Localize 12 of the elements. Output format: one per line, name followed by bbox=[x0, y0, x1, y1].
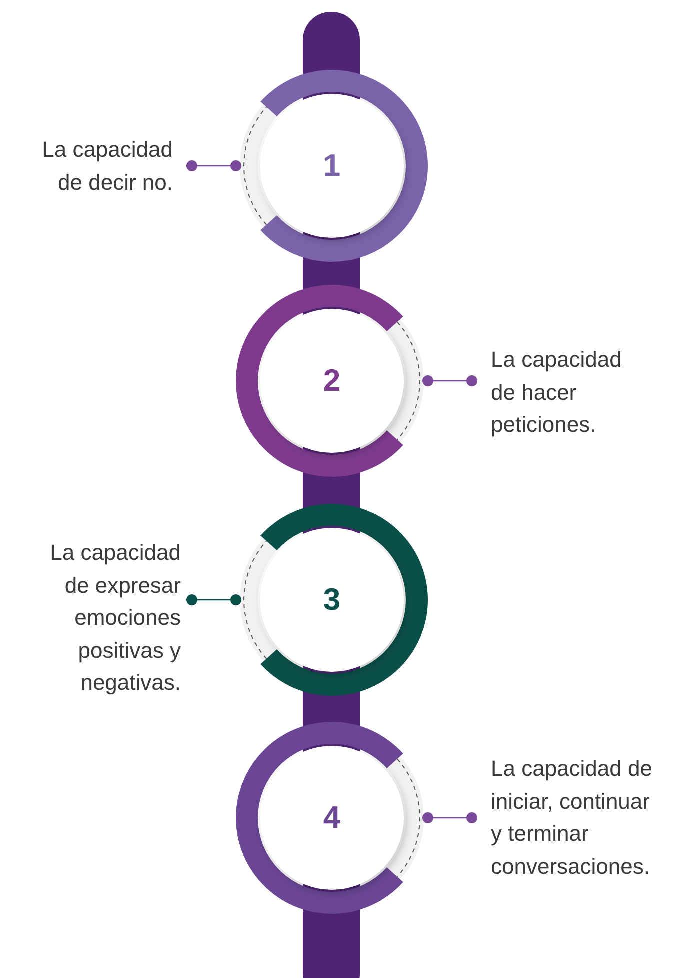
step-number: 1 bbox=[323, 148, 341, 184]
step-description: La capacidad de iniciar, continuar y terminar conversaciones. bbox=[472, 753, 659, 883]
leader-line bbox=[186, 160, 242, 172]
leader-line bbox=[186, 594, 242, 606]
step-description: La capacidad de hacer peticiones. bbox=[472, 344, 636, 442]
step-description: La capacidad de decir no. bbox=[28, 134, 192, 199]
step-number: 3 bbox=[323, 582, 341, 618]
step-number: 4 bbox=[323, 800, 341, 836]
leader-line bbox=[422, 812, 478, 824]
step-description: La capacidad de expresar emociones positivas y negativas. bbox=[36, 537, 192, 700]
step-number: 2 bbox=[323, 363, 341, 399]
leader-line bbox=[422, 376, 478, 386]
